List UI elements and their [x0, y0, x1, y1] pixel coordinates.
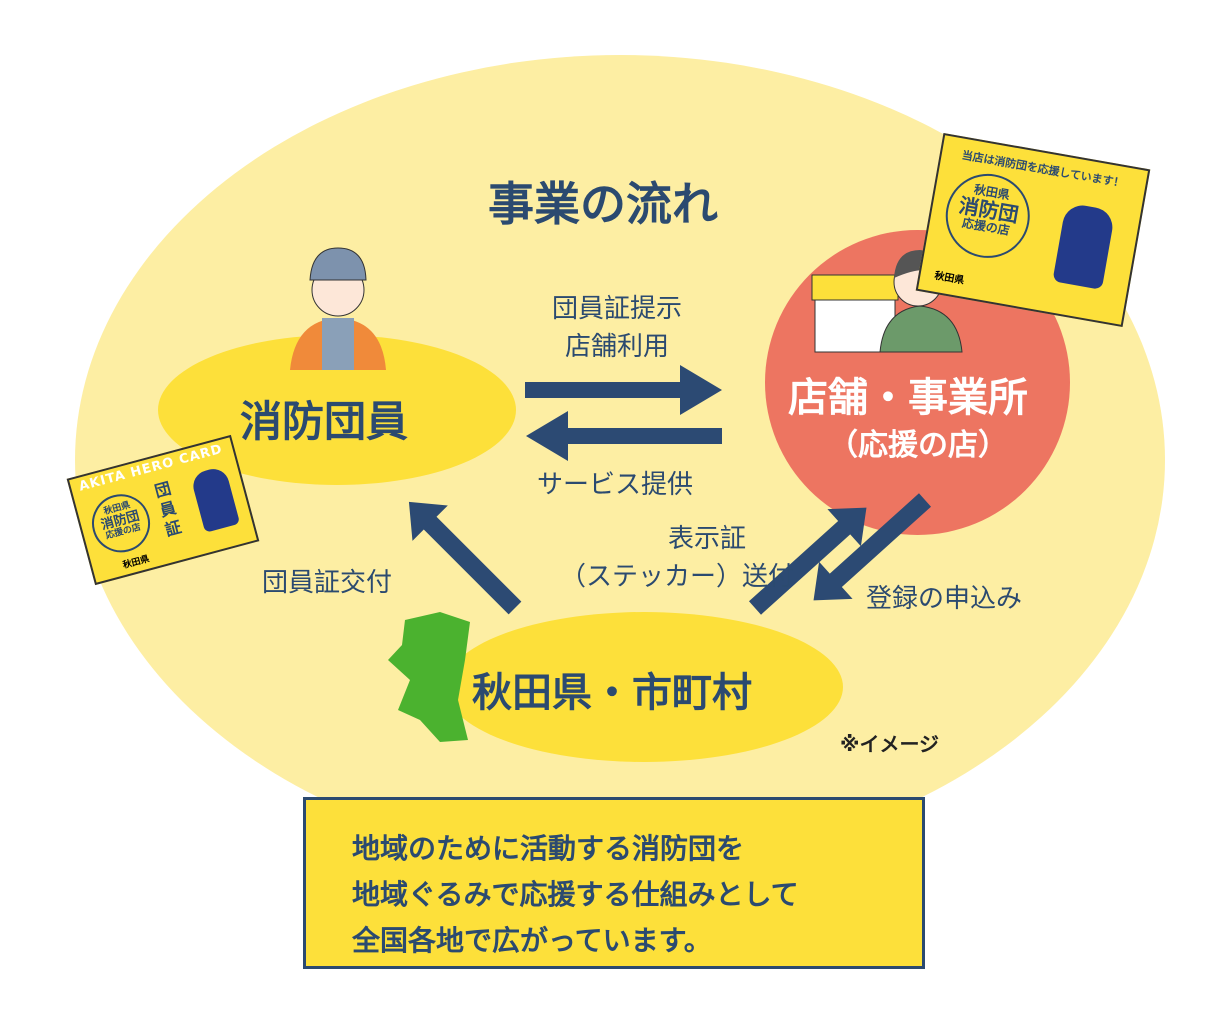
shop-label: 店舗・事業所	[788, 375, 1028, 421]
flow-label: 登録の申込み	[866, 584, 1023, 614]
arrow-left	[526, 411, 722, 461]
prefecture-label: 秋田県・市町村	[472, 670, 752, 716]
flow-label: 店舗利用	[565, 332, 670, 362]
arrow-to-pref	[813, 493, 932, 601]
flow-label: （ステッカー）送付	[560, 562, 795, 592]
summary-box: 地域のために活動する消防団を 地域ぐるみで応援する仕組みとして 全国各地で広がっ…	[303, 797, 925, 969]
hero-card-issuer: 秋田県	[121, 554, 151, 572]
flow-label: サービス提供	[537, 470, 694, 500]
akita-map-icon	[388, 612, 470, 742]
sticker-issuer: 秋田県	[933, 270, 965, 287]
arrow-to-member	[408, 501, 522, 615]
arrow-to-shop	[748, 507, 867, 615]
flow-label: 団員証提示	[552, 294, 683, 324]
member-label: 消防団員	[240, 397, 409, 446]
summary-line: 全国各地で広がっています。	[352, 924, 712, 957]
flow-label: 団員証交付	[262, 568, 393, 598]
mascot-icon	[189, 465, 241, 533]
arrow-right	[525, 365, 722, 415]
mascot-icon	[1052, 202, 1116, 290]
hero-card-title: 団員証	[152, 478, 184, 540]
prefecture-ellipse	[445, 612, 843, 762]
shop-sublabel: （応援の店）	[828, 428, 1008, 463]
summary-line: 地域のために活動する消防団を	[352, 832, 745, 865]
shop-clerk-icon	[811, 250, 963, 353]
note: ※イメージ	[840, 732, 940, 756]
summary-line: 地域ぐるみで応援する仕組みとして	[352, 878, 799, 911]
firefighter-icon	[290, 247, 386, 370]
page-title: 事業の流れ	[488, 177, 718, 231]
flow-label: 表示証	[668, 524, 747, 554]
